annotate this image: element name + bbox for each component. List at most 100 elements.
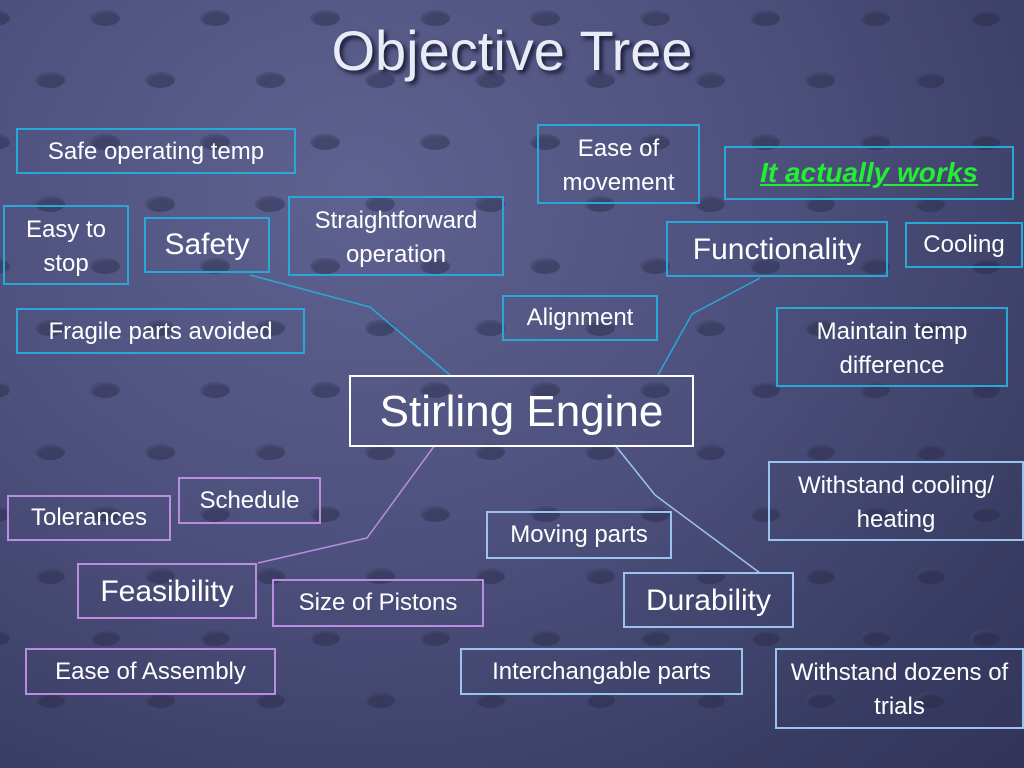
background-dot [365,444,395,460]
background-dot [365,692,395,708]
background-dot [695,72,725,88]
background-dot [475,196,505,212]
background-dot [640,258,670,274]
background-dot [310,258,340,274]
item-it-actually-works: It actually works [724,146,1014,200]
background-dot [695,444,725,460]
background-dot [805,692,835,708]
background-dot [90,630,120,646]
background-dot [475,444,505,460]
background-dot [970,630,1000,646]
background-dot [530,506,560,522]
background-dot [475,320,505,336]
background-dot [420,630,450,646]
background-dot [805,568,835,584]
background-dot [0,134,10,150]
background-dot [200,506,230,522]
category-functionality: Functionality [666,221,888,277]
item-cooling: Cooling [905,222,1023,268]
background-dot [915,568,945,584]
background-dot [145,692,175,708]
background-dot [475,72,505,88]
background-dot [915,444,945,460]
background-dot [585,196,615,212]
background-dot [0,630,10,646]
background-dot [640,506,670,522]
background-dot [420,506,450,522]
background-dot [585,72,615,88]
background-dot [860,630,890,646]
background-dot [310,10,340,26]
item-ease-of-assembly: Ease of Assembly [25,648,276,695]
connector-feasibility [257,444,436,564]
background-dot [365,320,395,336]
background-dot [805,444,835,460]
background-dot [0,10,10,26]
item-interchangable-parts: Interchangable parts [460,648,743,695]
background-dot [255,72,285,88]
background-dot [310,382,340,398]
slide-title: Objective Tree [331,19,693,82]
item-tolerances: Tolerances [7,495,171,541]
background-dot [970,10,1000,26]
background-dot [90,382,120,398]
background-dot [420,10,450,26]
background-dot [640,382,670,398]
background-dot [640,134,670,150]
background-dot [35,196,65,212]
category-safety: Safety [144,217,270,273]
background-dot [695,692,725,708]
background-dot [860,10,890,26]
background-dot [145,444,175,460]
category-feasibility: Feasibility [77,563,257,619]
background-dot [145,320,175,336]
background-dot [90,506,120,522]
background-dot [90,134,120,150]
background-dot [805,72,835,88]
background-dot [35,692,65,708]
background-dot [970,506,1000,522]
background-dot [860,506,890,522]
background-dot [420,382,450,398]
background-dot [805,320,835,336]
item-ease-of-movement: Ease of movement [537,124,700,204]
background-dot [420,134,450,150]
item-size-of-pistons: Size of Pistons [272,579,484,627]
background-dot [915,72,945,88]
background-dot [90,258,120,274]
item-alignment: Alignment [502,295,658,341]
background-dot [585,568,615,584]
background-dot [750,10,780,26]
background-dot [860,258,890,274]
background-dot [0,506,10,522]
background-dot [145,568,175,584]
background-dot [530,258,560,274]
background-dot [255,196,285,212]
background-dot [750,382,780,398]
connector-safety [249,274,451,376]
background-dot [145,196,175,212]
background-dot [255,692,285,708]
background-dot [0,382,10,398]
background-dot [695,320,725,336]
background-dot [530,10,560,26]
background-dot [365,196,395,212]
background-dot [585,444,615,460]
background-dot [200,630,230,646]
background-dot [750,258,780,274]
item-easy-to-stop: Easy to stop [3,205,129,285]
item-safe-operating-temp: Safe operating temp [16,128,296,174]
root-node-stirling-engine: Stirling Engine [349,375,694,447]
background-dot [915,692,945,708]
background-dot [200,258,230,274]
item-maintain-temp-difference: Maintain temp difference [776,307,1008,387]
background-dot [585,692,615,708]
connector-functionality [657,277,761,376]
background-dot [310,134,340,150]
background-dot [0,258,10,274]
background-dot [915,196,945,212]
background-dot [750,506,780,522]
item-moving-parts: Moving parts [486,511,672,559]
item-fragile-parts-avoided: Fragile parts avoided [16,308,305,354]
